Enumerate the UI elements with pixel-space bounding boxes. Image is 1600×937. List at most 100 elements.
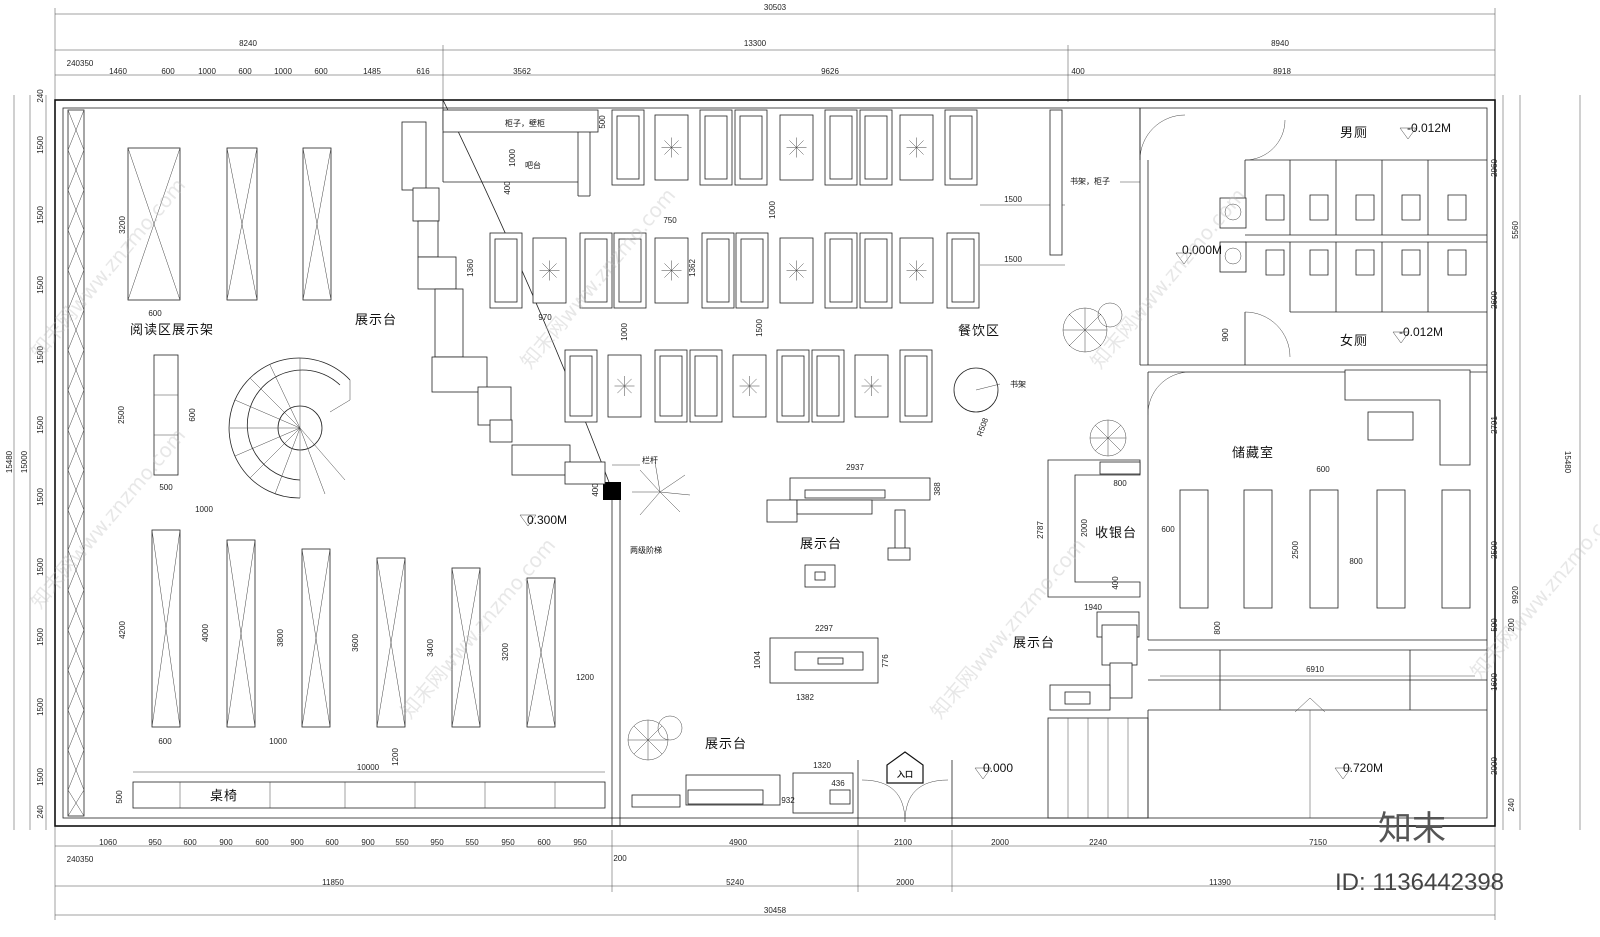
dim-left-sub-3: 1500 bbox=[36, 206, 45, 224]
dim-bot-sub-1: 240350 bbox=[67, 855, 94, 864]
dim-shelf-500: 500 bbox=[159, 483, 173, 492]
dim-bot-seg-1: 11850 bbox=[322, 878, 344, 887]
sofa-seat bbox=[829, 115, 853, 180]
table-decor-icon bbox=[661, 260, 682, 281]
plant-3 bbox=[627, 715, 683, 761]
dim-left-sub-10: 1500 bbox=[36, 698, 45, 716]
entrance-marker bbox=[886, 751, 924, 784]
dim-left-sub-11: 1500 bbox=[36, 768, 45, 786]
note-railing: 栏杆 bbox=[642, 455, 658, 465]
display-platform-1: 2937 388 bbox=[766, 463, 942, 588]
dim-bot-sub-17: 4900 bbox=[729, 838, 747, 847]
dim-restroom-900: 900 bbox=[1221, 328, 1230, 342]
bar-counter: 柜子，壁柜 吧台 500 1000 400 bbox=[442, 109, 607, 197]
sofa-seat bbox=[864, 115, 888, 180]
mens-stalls bbox=[1265, 160, 1467, 235]
dim-top-sub-12: 400 bbox=[1071, 67, 1085, 76]
spiral-staircase bbox=[228, 357, 351, 499]
dim-top-sub-3: 600 bbox=[161, 67, 175, 76]
dim-left-sub-9: 1500 bbox=[36, 628, 45, 646]
sofa-seat bbox=[706, 238, 730, 303]
dim-left-sub-12: 240 bbox=[36, 805, 45, 819]
dim-right-sub-9: 240 bbox=[1507, 798, 1516, 812]
reading-shelves-upper: 3200 600 bbox=[118, 147, 332, 318]
dim-left-sub-1: 240 bbox=[36, 89, 45, 103]
plant-2 bbox=[1089, 419, 1127, 457]
entrance: 入口 bbox=[857, 751, 953, 826]
dim-bar-500: 500 bbox=[598, 115, 607, 129]
palm-plant: 栏杆 bbox=[612, 455, 691, 516]
reading-wall-shelf bbox=[67, 109, 85, 817]
dim-storage-2500: 2500 bbox=[1291, 541, 1300, 559]
dim-shelf-4000: 4000 bbox=[201, 624, 210, 642]
dim-left-sub-6: 1500 bbox=[36, 416, 45, 434]
right-dimensions: 15480 2960 2600 2791 2500 590 200 1600 2… bbox=[1490, 95, 1581, 830]
label-display-3: 展示台 bbox=[705, 737, 747, 752]
label-display-2: 展示台 bbox=[800, 537, 842, 552]
label-display-4: 展示台 bbox=[1013, 636, 1055, 651]
level-marks: 0.300M 0.000M -0.012M -0.012M 0.000 0.72… bbox=[519, 121, 1451, 780]
sofa-seat bbox=[704, 115, 728, 180]
dim-storage-800b: 800 bbox=[1213, 621, 1222, 635]
dim-shelf-600b: 600 bbox=[188, 408, 197, 422]
dim-cashier-400: 400 bbox=[1111, 576, 1120, 590]
cashier-counter: 800 2000 400 2787 1940 bbox=[1036, 459, 1141, 612]
left-dimensions: 15480 15000 240 1500 1500 1500 1500 1500… bbox=[5, 89, 47, 830]
dim-bot-sub-15: 950 bbox=[573, 838, 587, 847]
dim-top-seg-1: 8240 bbox=[239, 39, 257, 48]
dining-table bbox=[899, 114, 934, 181]
dim-shelf-3200: 3200 bbox=[118, 216, 127, 234]
dim-bot-total: 30458 bbox=[764, 906, 787, 915]
dim-tables-10000: 10000 bbox=[357, 763, 380, 772]
level-womens: -0.012M bbox=[1399, 325, 1443, 339]
reading-shelf-middle: 2500 600 500 bbox=[117, 354, 197, 492]
sofa-seat bbox=[616, 115, 640, 180]
sofa-seat bbox=[569, 355, 593, 417]
dim-bot-sub-3: 950 bbox=[148, 838, 162, 847]
table-decor-icon bbox=[539, 260, 560, 281]
sofa-seat bbox=[494, 238, 518, 303]
storage-room: 600 600 800 2500 800 bbox=[1140, 364, 1487, 640]
dim-cashier-1940: 1940 bbox=[1084, 603, 1102, 612]
dim-left-total: 15480 bbox=[5, 450, 14, 473]
womens-stalls bbox=[1265, 242, 1487, 313]
level-entrance: 0.000 bbox=[983, 761, 1013, 775]
dim-bot-sub-7: 900 bbox=[290, 838, 304, 847]
sofa-seat bbox=[694, 355, 718, 417]
note-bookshelf: 书架 bbox=[1010, 379, 1026, 389]
dim-bot-sub-19: 2000 bbox=[991, 838, 1009, 847]
dim-platform-6910: 6910 bbox=[1306, 665, 1324, 674]
dim-left-sub-8: 1500 bbox=[36, 558, 45, 576]
table-decor-icon bbox=[906, 260, 927, 281]
table-decor-icon bbox=[861, 376, 882, 396]
dim-shelf-4200: 4200 bbox=[118, 621, 127, 639]
dim-top-sub-2: 1460 bbox=[109, 67, 127, 76]
dining-dimensions: 750 1000 1362 970 1000 1500 1500 1500 bbox=[538, 195, 1065, 341]
level-0000m: 0.000M bbox=[1182, 243, 1222, 257]
dim-platform-436: 436 bbox=[831, 779, 845, 788]
dim-shelf-3200b: 3200 bbox=[501, 643, 510, 661]
level-mens: -0.012M bbox=[1407, 121, 1451, 135]
dim-bar-400: 400 bbox=[503, 181, 512, 195]
image-id: ID: 1136442398 bbox=[1335, 869, 1504, 896]
stepped-display: 1360 400 bbox=[401, 121, 606, 497]
dim-storage-600: 600 bbox=[1161, 525, 1175, 534]
sofa-seat bbox=[904, 355, 928, 417]
dim-storage-800: 800 bbox=[1349, 557, 1363, 566]
dim-bot-seg-4: 11390 bbox=[1209, 878, 1231, 887]
note-steps: 两级阶梯 bbox=[630, 545, 662, 555]
sofa-seat bbox=[659, 355, 683, 417]
dim-shelf-1000-top: 1000 bbox=[195, 505, 213, 514]
dim-bot-seg-2: 5240 bbox=[726, 878, 744, 887]
dim-top-sub-11: 9626 bbox=[821, 67, 839, 76]
dim-bot-sub-6: 600 bbox=[255, 838, 269, 847]
dim-dining-1500a: 1500 bbox=[1004, 195, 1022, 204]
dim-bot-sub-9: 900 bbox=[361, 838, 375, 847]
dim-right-sub-6: 200 bbox=[1507, 618, 1516, 632]
tables-strip: 10000 1200 500 bbox=[115, 748, 606, 809]
dim-shelf-3400: 3400 bbox=[426, 639, 435, 657]
sofa-seat bbox=[949, 115, 973, 180]
column-block bbox=[603, 482, 621, 500]
dim-shelf-600c: 600 bbox=[158, 737, 172, 746]
